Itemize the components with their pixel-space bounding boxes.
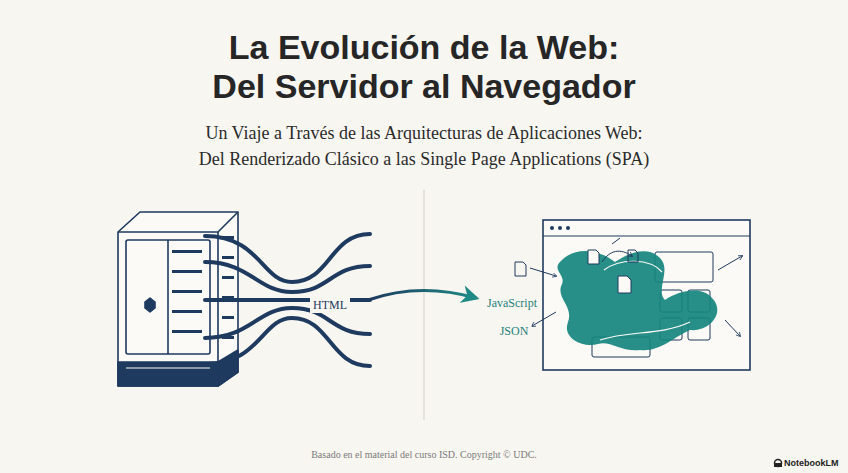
browser-window — [515, 220, 750, 370]
watermark-icon — [774, 460, 782, 468]
slide-subtitle: Un Viaje a Través de las Arquitecturas d… — [134, 120, 714, 172]
cable-bundle — [205, 234, 370, 366]
watermark: NotebookLM — [784, 458, 839, 468]
divider-line — [424, 190, 425, 420]
slide-caption: Basado en el material del curso ISD. Cop… — [311, 449, 537, 460]
format-label: HTML — [310, 297, 350, 313]
format-label: JSON — [497, 323, 532, 339]
transfer-arrow — [368, 290, 476, 300]
slide-title: La Evolución de la Web: Del Servidor al … — [205, 28, 643, 106]
format-label: JavaScript — [484, 295, 540, 311]
